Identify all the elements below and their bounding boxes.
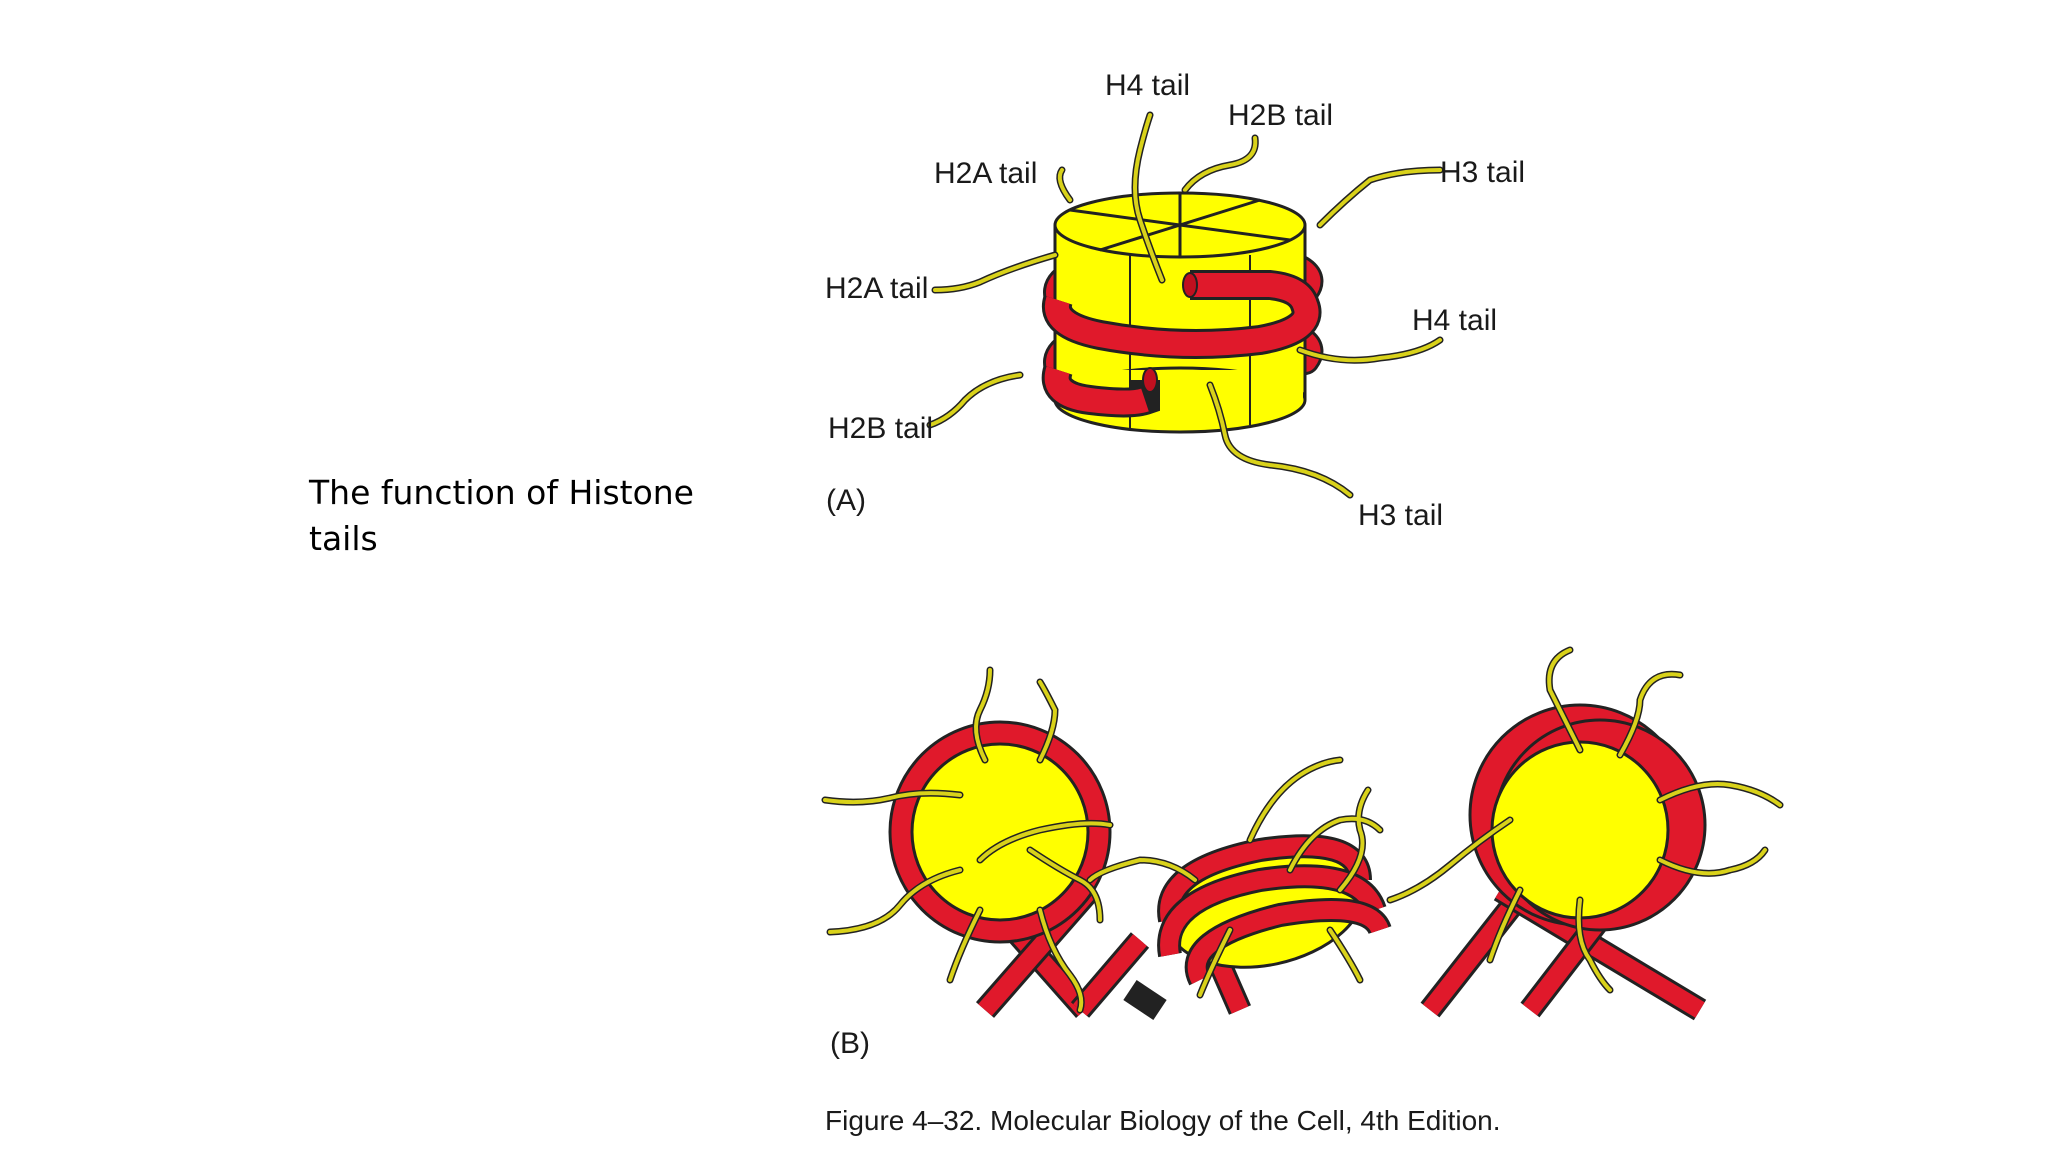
figure-caption: Figure 4–32. Molecular Biology of the Ce… — [825, 1105, 1501, 1136]
label-h3-tail-upper: H3 tail — [1440, 156, 1525, 189]
label-h2a-tail-left: H2A tail — [825, 272, 928, 305]
label-h3-tail-bottom: H3 tail — [1358, 499, 1443, 532]
panel-b-nucleosome-array: (B) — [821, 646, 1784, 1060]
histone-tails-figure: H4 tail H2B tail H2A tail H3 tail H2A ta… — [800, 50, 1800, 1150]
panel-b-label: (B) — [830, 1027, 870, 1060]
panel-b-right-nucleosome — [1468, 703, 1707, 932]
panel-a-dna-front — [1041, 270, 1322, 418]
label-h4-tail-right: H4 tail — [1412, 304, 1497, 337]
panel-a-nucleosome-diagram: H4 tail H2B tail H2A tail H3 tail H2A ta… — [825, 69, 1525, 532]
panel-b-middle-nucleosome — [1157, 834, 1392, 986]
slide-title: The function of Histone tails — [309, 473, 694, 558]
panel-a-histone-core — [1053, 191, 1307, 434]
panel-a-label: (A) — [826, 484, 866, 517]
label-h2b-tail-left: H2B tail — [828, 412, 933, 445]
panel-b-left-nucleosome — [888, 720, 1112, 944]
label-h2a-tail-upper: H2A tail — [934, 157, 1037, 190]
label-h4-tail-top: H4 tail — [1105, 69, 1190, 102]
label-h2b-tail-top: H2B tail — [1228, 99, 1333, 132]
